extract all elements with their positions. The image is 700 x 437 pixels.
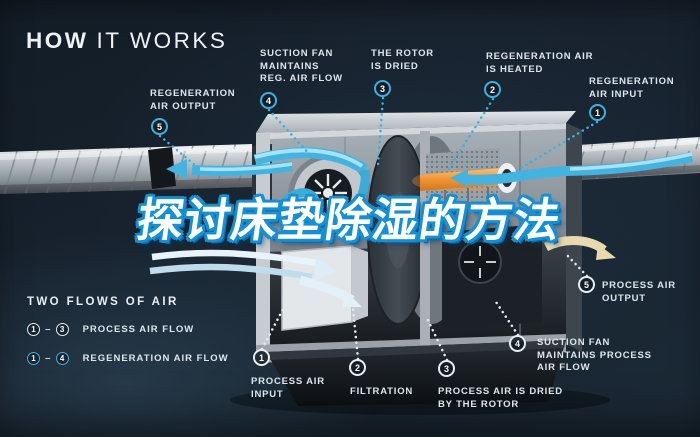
badge-regen-4: 4	[260, 92, 277, 109]
label-regeneration-air-heated: REGENERATION AIR IS HEATED	[486, 51, 594, 75]
badge-process-4-num: 4	[514, 338, 520, 349]
badge-process-3-num: 3	[443, 363, 449, 374]
legend-row-process: 1 – 3 PROCESS AIR FLOW	[27, 321, 229, 337]
legend-regen-start-circle: 1	[27, 351, 40, 365]
legend-process-end-circle: 3	[55, 322, 69, 336]
process-suction-fan	[442, 224, 542, 330]
legend-process-label: PROCESS AIR FLOW	[82, 323, 195, 335]
title-bold-word: HOW	[26, 28, 89, 53]
badge-regen-2: 2	[484, 81, 501, 98]
badge-process-2: 2	[349, 359, 366, 376]
regeneration-flow-arrows	[166, 147, 694, 235]
label-rotor-is-dried: THE ROTOR IS DRIED	[371, 48, 434, 72]
badge-process-4: 4	[509, 335, 526, 352]
badge-regen-3-num: 3	[379, 83, 385, 94]
label-regeneration-air-input: REGENERATION AIR INPUT	[589, 76, 675, 100]
badge-process-1-num: 1	[258, 352, 264, 363]
legend-process-dash: –	[45, 323, 51, 335]
label-process-air-input: PROCESS AIR INPUT	[251, 376, 325, 400]
badge-regen-4-num: 4	[265, 95, 271, 106]
legend-two-flows: TWO FLOWS OF AIR 1 – 3 PROCESS AIR FLOW …	[27, 296, 229, 366]
badge-regen-1: 1	[589, 104, 606, 121]
badge-process-5: 5	[578, 276, 595, 293]
label-process-air-output: PROCESS AIR OUTPUT	[602, 280, 676, 304]
badge-regen-5-num: 5	[156, 121, 162, 132]
chinese-overlay-title: 探讨床垫除湿的方法	[133, 194, 565, 246]
badge-process-2-num: 2	[354, 362, 360, 373]
legend-heading: TWO FLOWS OF AIR	[27, 296, 179, 308]
label-process-air-dried: PROCESS AIR IS DRIED BY THE ROTOR	[438, 386, 563, 410]
badge-process-1: 1	[253, 349, 270, 366]
legend-regen-label: REGENERATION AIR FLOW	[82, 352, 229, 364]
machine-base-edge	[266, 340, 566, 360]
badge-regen-3: 3	[374, 80, 391, 97]
label-suction-fan-reg: SUCTION FAN MAINTAINS REG. AIR FLOW	[260, 48, 343, 85]
legend-process-start-circle: 1	[27, 322, 40, 336]
badge-process-5-num: 5	[583, 279, 589, 290]
page-title: HOW IT WORKS	[26, 28, 227, 54]
leader-lines	[158, 96, 599, 362]
badge-regen-2-num: 2	[489, 84, 495, 95]
process-flow-arrows	[149, 236, 616, 307]
legend-regen-end-circle: 4	[55, 351, 69, 365]
label-suction-fan-process: SUCTION FAN MAINTAINS PROCESS AIR FLOW	[537, 337, 652, 374]
title-light-words: IT WORKS	[96, 28, 228, 53]
legend-regen-dash: –	[45, 352, 51, 364]
badge-regen-1-num: 1	[594, 107, 600, 118]
label-regeneration-air-output: REGENERATION AIR OUTPUT	[150, 88, 236, 112]
regeneration-output-duct	[0, 144, 252, 194]
badge-process-3: 3	[438, 360, 455, 377]
legend-row-regeneration: 1 – 4 REGENERATION AIR FLOW	[27, 350, 229, 366]
badge-regen-5: 5	[151, 118, 168, 135]
label-filtration: FILTRATION	[350, 386, 414, 397]
